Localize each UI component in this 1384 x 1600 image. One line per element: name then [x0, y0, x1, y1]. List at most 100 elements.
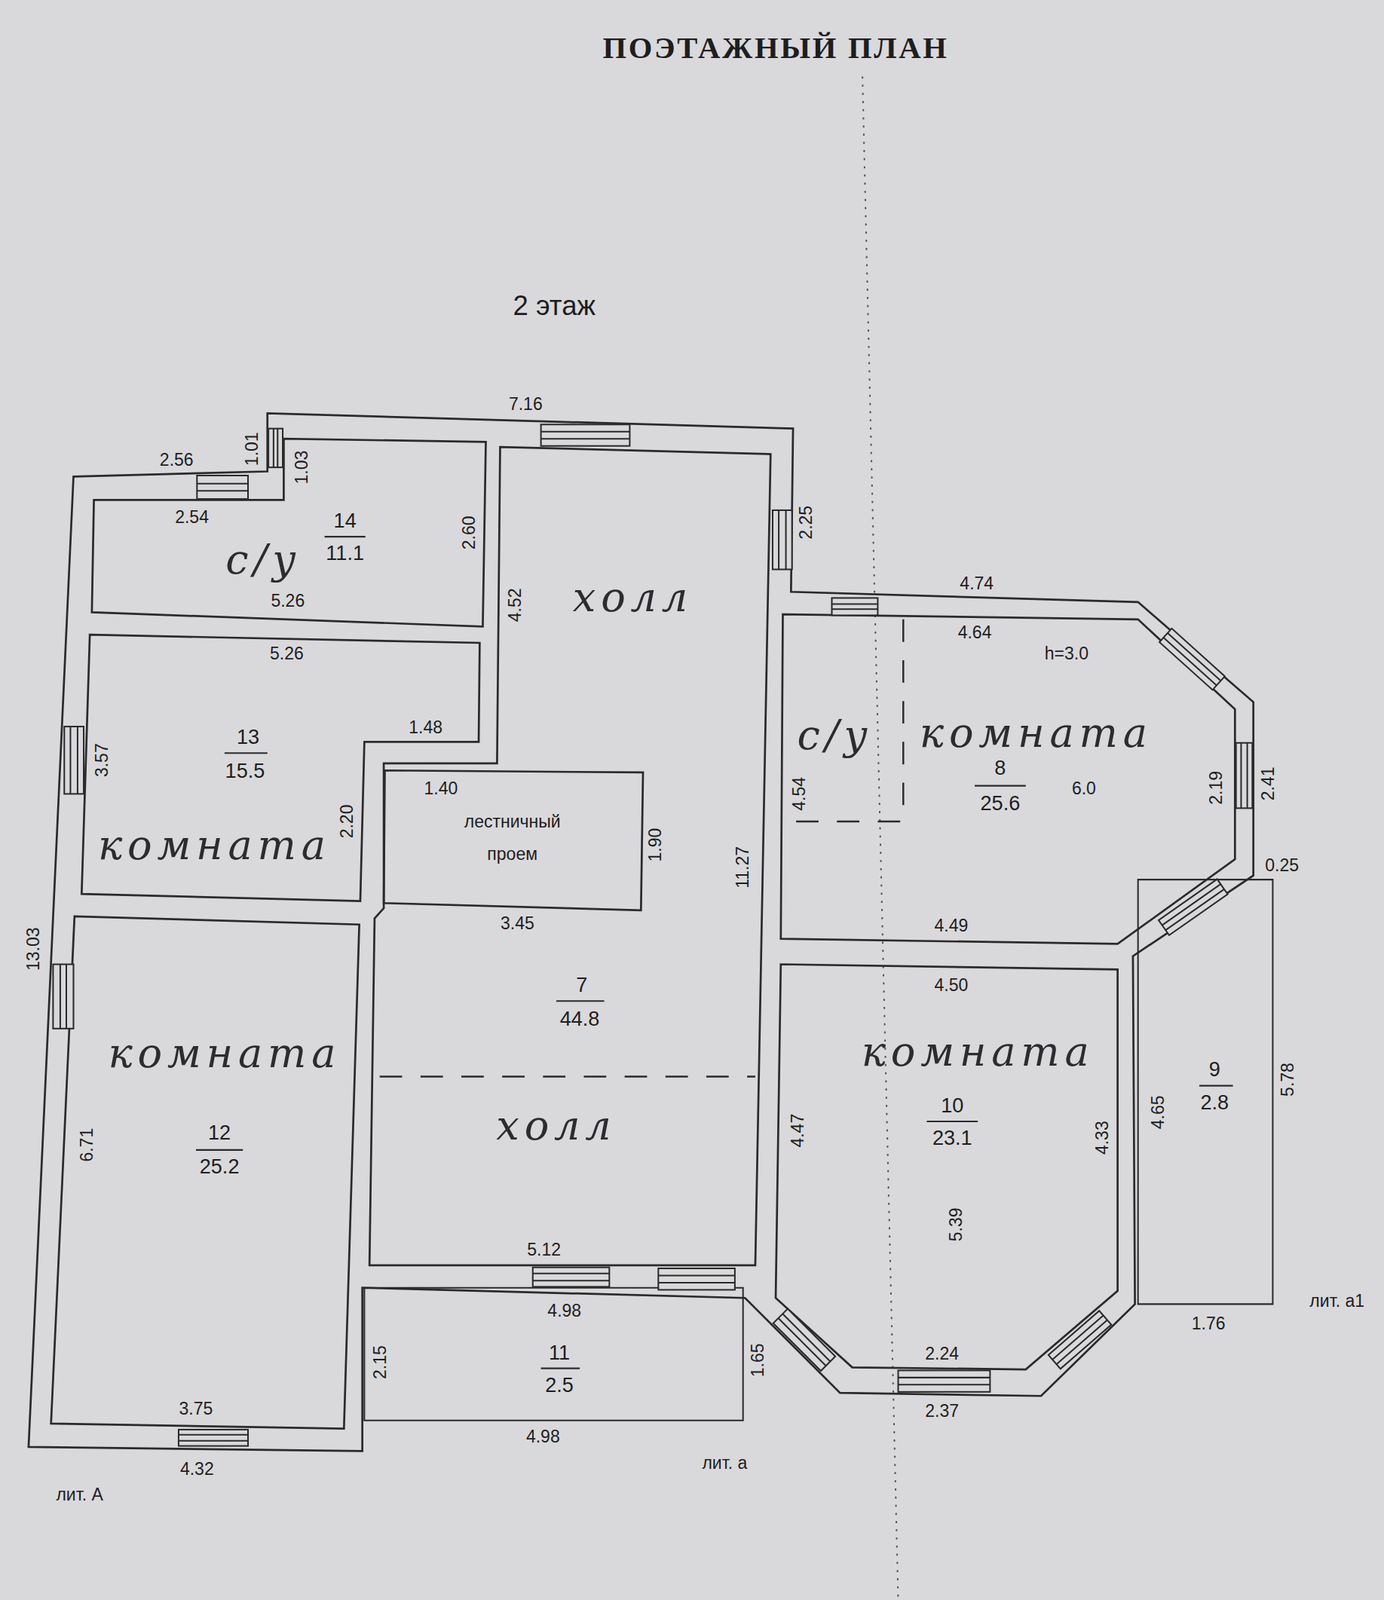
window [76, 726, 79, 794]
window [658, 1282, 735, 1284]
window [773, 1309, 836, 1372]
window [1162, 884, 1222, 925]
window [1236, 743, 1253, 809]
window [65, 964, 68, 1029]
window [196, 475, 249, 500]
room-area: комната 8 25.6 с/у [780, 614, 1236, 944]
window [782, 1313, 830, 1362]
window [1240, 743, 1242, 809]
dimension: 2.37 [923, 1402, 962, 1421]
window [898, 1370, 991, 1392]
window [532, 1267, 610, 1288]
dimension: 11.27 [734, 844, 752, 891]
dimension: 5.78 [1279, 1060, 1297, 1099]
window [178, 1434, 249, 1437]
window [64, 726, 84, 794]
room-area: 14 [333, 510, 357, 531]
dimension: 5.26 [269, 592, 307, 610]
room-area: 9 [1209, 1059, 1221, 1080]
fraction-bar [974, 784, 1026, 787]
room-name: комната [919, 712, 1153, 754]
dimension: 13.03 [24, 925, 43, 974]
window [1163, 637, 1217, 686]
dimension: 4.47 [789, 1111, 807, 1150]
zone-dash [902, 619, 904, 822]
window [69, 726, 71, 794]
window [1158, 879, 1228, 936]
opening-name: лестничный проем [450, 805, 573, 872]
dimension: 3.45 [498, 915, 536, 933]
window [532, 1267, 610, 1288]
dimension: 2.19 [1207, 768, 1225, 807]
dimension: 3.75 [177, 1400, 215, 1418]
room-name: с/у [796, 714, 873, 756]
window [1052, 1315, 1103, 1360]
window [541, 424, 631, 446]
dimension: 4.98 [523, 1428, 562, 1446]
dimension: 2.41 [1259, 765, 1277, 803]
dimension: 1.03 [293, 448, 311, 487]
letter-label: лит. а1 [1307, 1292, 1367, 1311]
room-area: 25.6 [980, 793, 1021, 814]
window [773, 1309, 836, 1372]
zone-dash [796, 820, 904, 823]
room-name: комната [97, 824, 331, 866]
dimension: 2.56 [157, 451, 196, 469]
room-area: 44.8 [560, 1008, 601, 1029]
window [532, 1279, 610, 1282]
letter-label: лит. А [54, 1486, 106, 1504]
room-area: 1315.5комната [81, 634, 480, 901]
window [52, 424, 1253, 1446]
fraction-bar [224, 752, 268, 754]
dimension: 2.15 [372, 1343, 390, 1381]
window [196, 483, 249, 485]
dimension: 4.52 [506, 586, 524, 625]
dimension: 4.64 [955, 624, 994, 642]
window [1165, 889, 1225, 931]
window [658, 1268, 735, 1290]
window [64, 726, 84, 794]
dimension: 2.54 [172, 508, 211, 527]
window [1159, 628, 1225, 691]
room-name: холл [572, 576, 693, 618]
dimension: 5.12 [525, 1241, 564, 1259]
window [1056, 1320, 1107, 1366]
room-area: комната1023.1 [775, 964, 1118, 1371]
dimension: 2.20 [338, 802, 356, 841]
window [532, 1273, 610, 1275]
room-wall [369, 447, 771, 1266]
window [196, 489, 249, 492]
window [268, 428, 283, 468]
window [772, 510, 793, 570]
dimension: 4.98 [545, 1302, 584, 1320]
dimension: 0.25 [1262, 857, 1301, 875]
fraction-bar [195, 536, 1234, 1369]
room-area: 10 [940, 1095, 964, 1116]
window [1158, 879, 1228, 936]
room-name: комната [107, 1032, 341, 1074]
room-area: 23.1 [932, 1127, 973, 1149]
room-wall [51, 916, 360, 1430]
window [541, 431, 631, 433]
dimension: 1.40 [422, 780, 460, 798]
window [898, 1377, 991, 1379]
letter-label: лит. а [700, 1454, 750, 1473]
fraction-bar [541, 1368, 580, 1370]
dimension: 1.76 [1189, 1315, 1228, 1333]
room-area: 25.2 [199, 1156, 240, 1177]
room-wall [81, 634, 480, 901]
room-area: 8 [994, 757, 1006, 778]
window [178, 1429, 249, 1447]
dimension: 2.60 [460, 514, 478, 552]
dimension: 7.16 [506, 395, 545, 414]
window [831, 608, 878, 610]
dimension: 4.54 [790, 774, 809, 813]
dimension: 4.49 [932, 917, 971, 935]
window [52, 964, 74, 1029]
dimension: 4.33 [1093, 1119, 1112, 1158]
dimension: 1.65 [750, 1341, 768, 1380]
balcony-outline [364, 1288, 743, 1421]
window [777, 1318, 826, 1366]
walls [28, 413, 1274, 1452]
